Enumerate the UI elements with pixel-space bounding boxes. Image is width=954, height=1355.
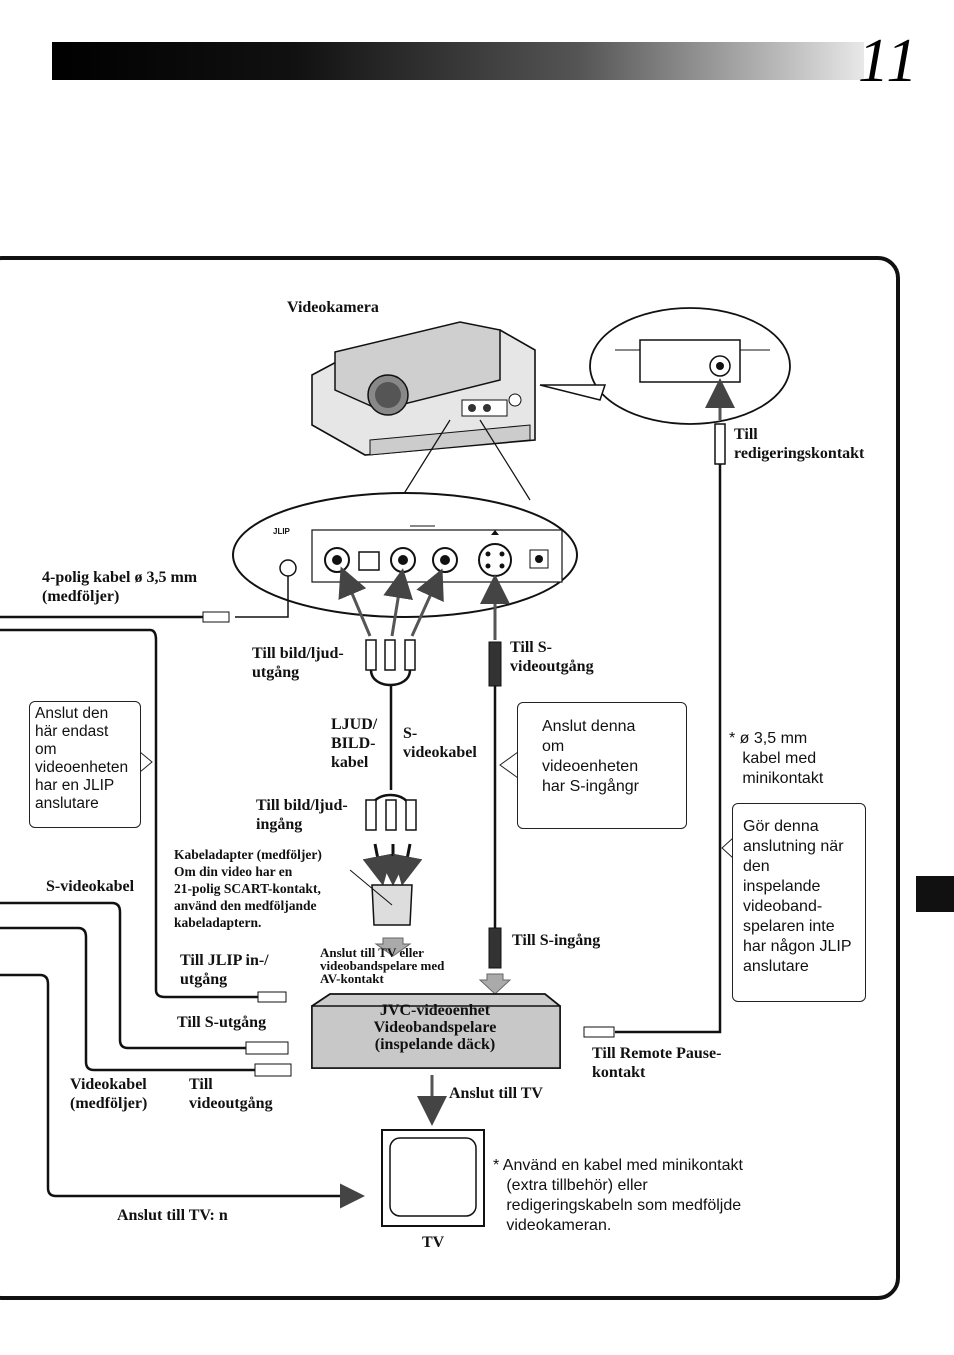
page-number: 11	[858, 27, 920, 95]
footnote: * Använd en kabel med minikontakt (extra…	[493, 1157, 743, 1234]
label-till-s-ingang: Till S-ingång	[512, 932, 601, 949]
label-videokamera: Videokamera	[287, 299, 379, 316]
label-ljud-bild-kabel: LJUD/ BILD- kabel	[331, 716, 378, 771]
label-anslut-tv-eller: Anslut till TV eller videobandspelare me…	[320, 945, 445, 986]
jlip-logo: JLIP	[273, 527, 290, 536]
header-gradient-bar	[52, 42, 864, 80]
side-tab-marker	[916, 876, 954, 912]
edit-jack-bubble	[539, 307, 791, 425]
label-till-videoutgang: Till videoutgång	[189, 1076, 273, 1112]
vcr-illustration	[311, 993, 561, 1069]
note-box-s: Anslut denna om videoenheten har S-ingån…	[517, 702, 687, 829]
label-till-bild-ljud-ingang: Till bild/ljud- ingång	[256, 797, 348, 833]
note-box-jlip: Anslut den här endast om videoenheten ha…	[29, 701, 141, 828]
label-kabeladapter: Kabeladapter (medföljer) Om din video ha…	[174, 847, 322, 930]
note-jlip-text: Anslut den här endast om videoenheten ha…	[35, 705, 129, 812]
label-till-redigeringskontakt: Till redigeringskontakt	[734, 426, 865, 462]
label-till-s-utgang: Till S-utgång	[177, 1014, 267, 1031]
note-s-text: Anslut denna om videoenheten har S-ingån…	[542, 718, 639, 795]
connector-panel	[232, 492, 578, 618]
label-cable-note: * ø 3,5 mm kabel med minikontakt	[729, 730, 824, 787]
label-till-s-videoutgang: Till S- videoutgång	[510, 639, 594, 675]
label-videokabel-medfoljer: Videokabel (medföljer)	[70, 1076, 148, 1112]
label-tv: TV	[422, 1234, 445, 1251]
note-gor-denna-text: Gör denna anslutning när den inspelande …	[743, 818, 852, 975]
videocamera-illustration	[311, 321, 536, 456]
label-till-jlip: Till JLIP in-/ utgång	[180, 952, 269, 988]
label-jvc-unit: JVC-videoenhet Videobandspelare (inspela…	[373, 1002, 497, 1053]
label-polig-kabel: 4-polig kabel ø 3,5 mm (medföljer)	[42, 569, 198, 605]
av-plugs-bottom	[365, 799, 417, 831]
diagram-frame	[0, 256, 900, 1300]
label-s-videokabel-mid: S- videokabel	[403, 725, 477, 761]
label-anslut-till-tv-n: Anslut till TV: n	[117, 1207, 228, 1224]
label-till-bild-ljud-utgang: Till bild/ljud- utgång	[252, 645, 344, 681]
av-plugs-top	[365, 639, 416, 671]
label-till-remote-pause: Till Remote Pause- kontakt	[592, 1045, 722, 1081]
label-anslut-till-tv: Anslut till TV	[449, 1085, 543, 1102]
note-box-gor-denna: Gör denna anslutning när den inspelande …	[732, 803, 866, 1002]
tv-illustration	[381, 1129, 485, 1227]
label-s-videokabel-left: S-videokabel	[46, 878, 135, 895]
